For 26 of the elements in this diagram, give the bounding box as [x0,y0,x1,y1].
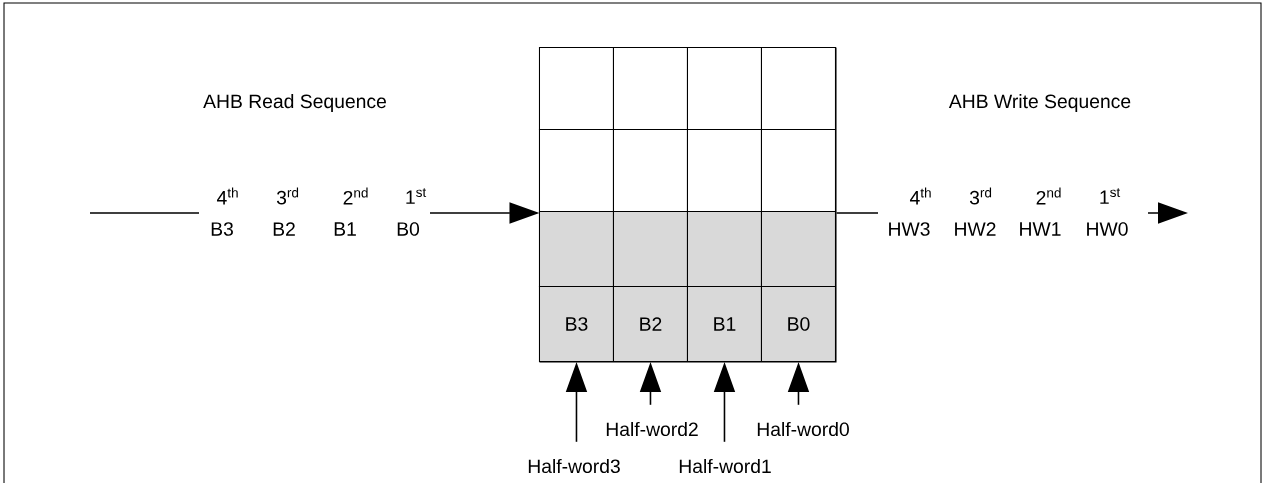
byte-cell: B3 [538,285,614,362]
order-label: 1$^{st}$ [406,188,427,204]
order-label: 3$^{rd}$ [276,187,299,205]
half-word-label: Half-word0 [757,421,849,437]
sequence-title: AHB Write Sequence [948,94,1131,112]
data-label: B3 [211,222,233,236]
sequence-title: AHB Read Sequence [203,94,386,112]
data-label: HW1 [1020,222,1061,236]
order-label: 2$^{nd}$ [1036,187,1061,205]
half-word-label: Half-word1 [679,458,771,474]
data-label: B0 [397,222,420,236]
byte-cell: B0 [760,285,836,362]
order-label: 1$^{st}$ [1100,188,1121,204]
data-label: HW0 [1087,222,1128,236]
data-label: B1 [334,222,356,236]
half-word-label: Half-word3 [528,458,620,474]
byte-cell: B2 [612,285,688,362]
data-label: HW3 [889,222,930,236]
order-label: 3$^{rd}$ [969,187,992,205]
data-label: HW2 [955,222,996,236]
order-label: 4$^{th}$ [217,187,238,205]
half-word-label: Half-word2 [606,421,698,437]
data-label: B2 [273,222,295,236]
byte-cell: B1 [686,285,762,362]
order-label: 2$^{nd}$ [343,187,368,205]
order-label: 4$^{th}$ [910,187,931,205]
